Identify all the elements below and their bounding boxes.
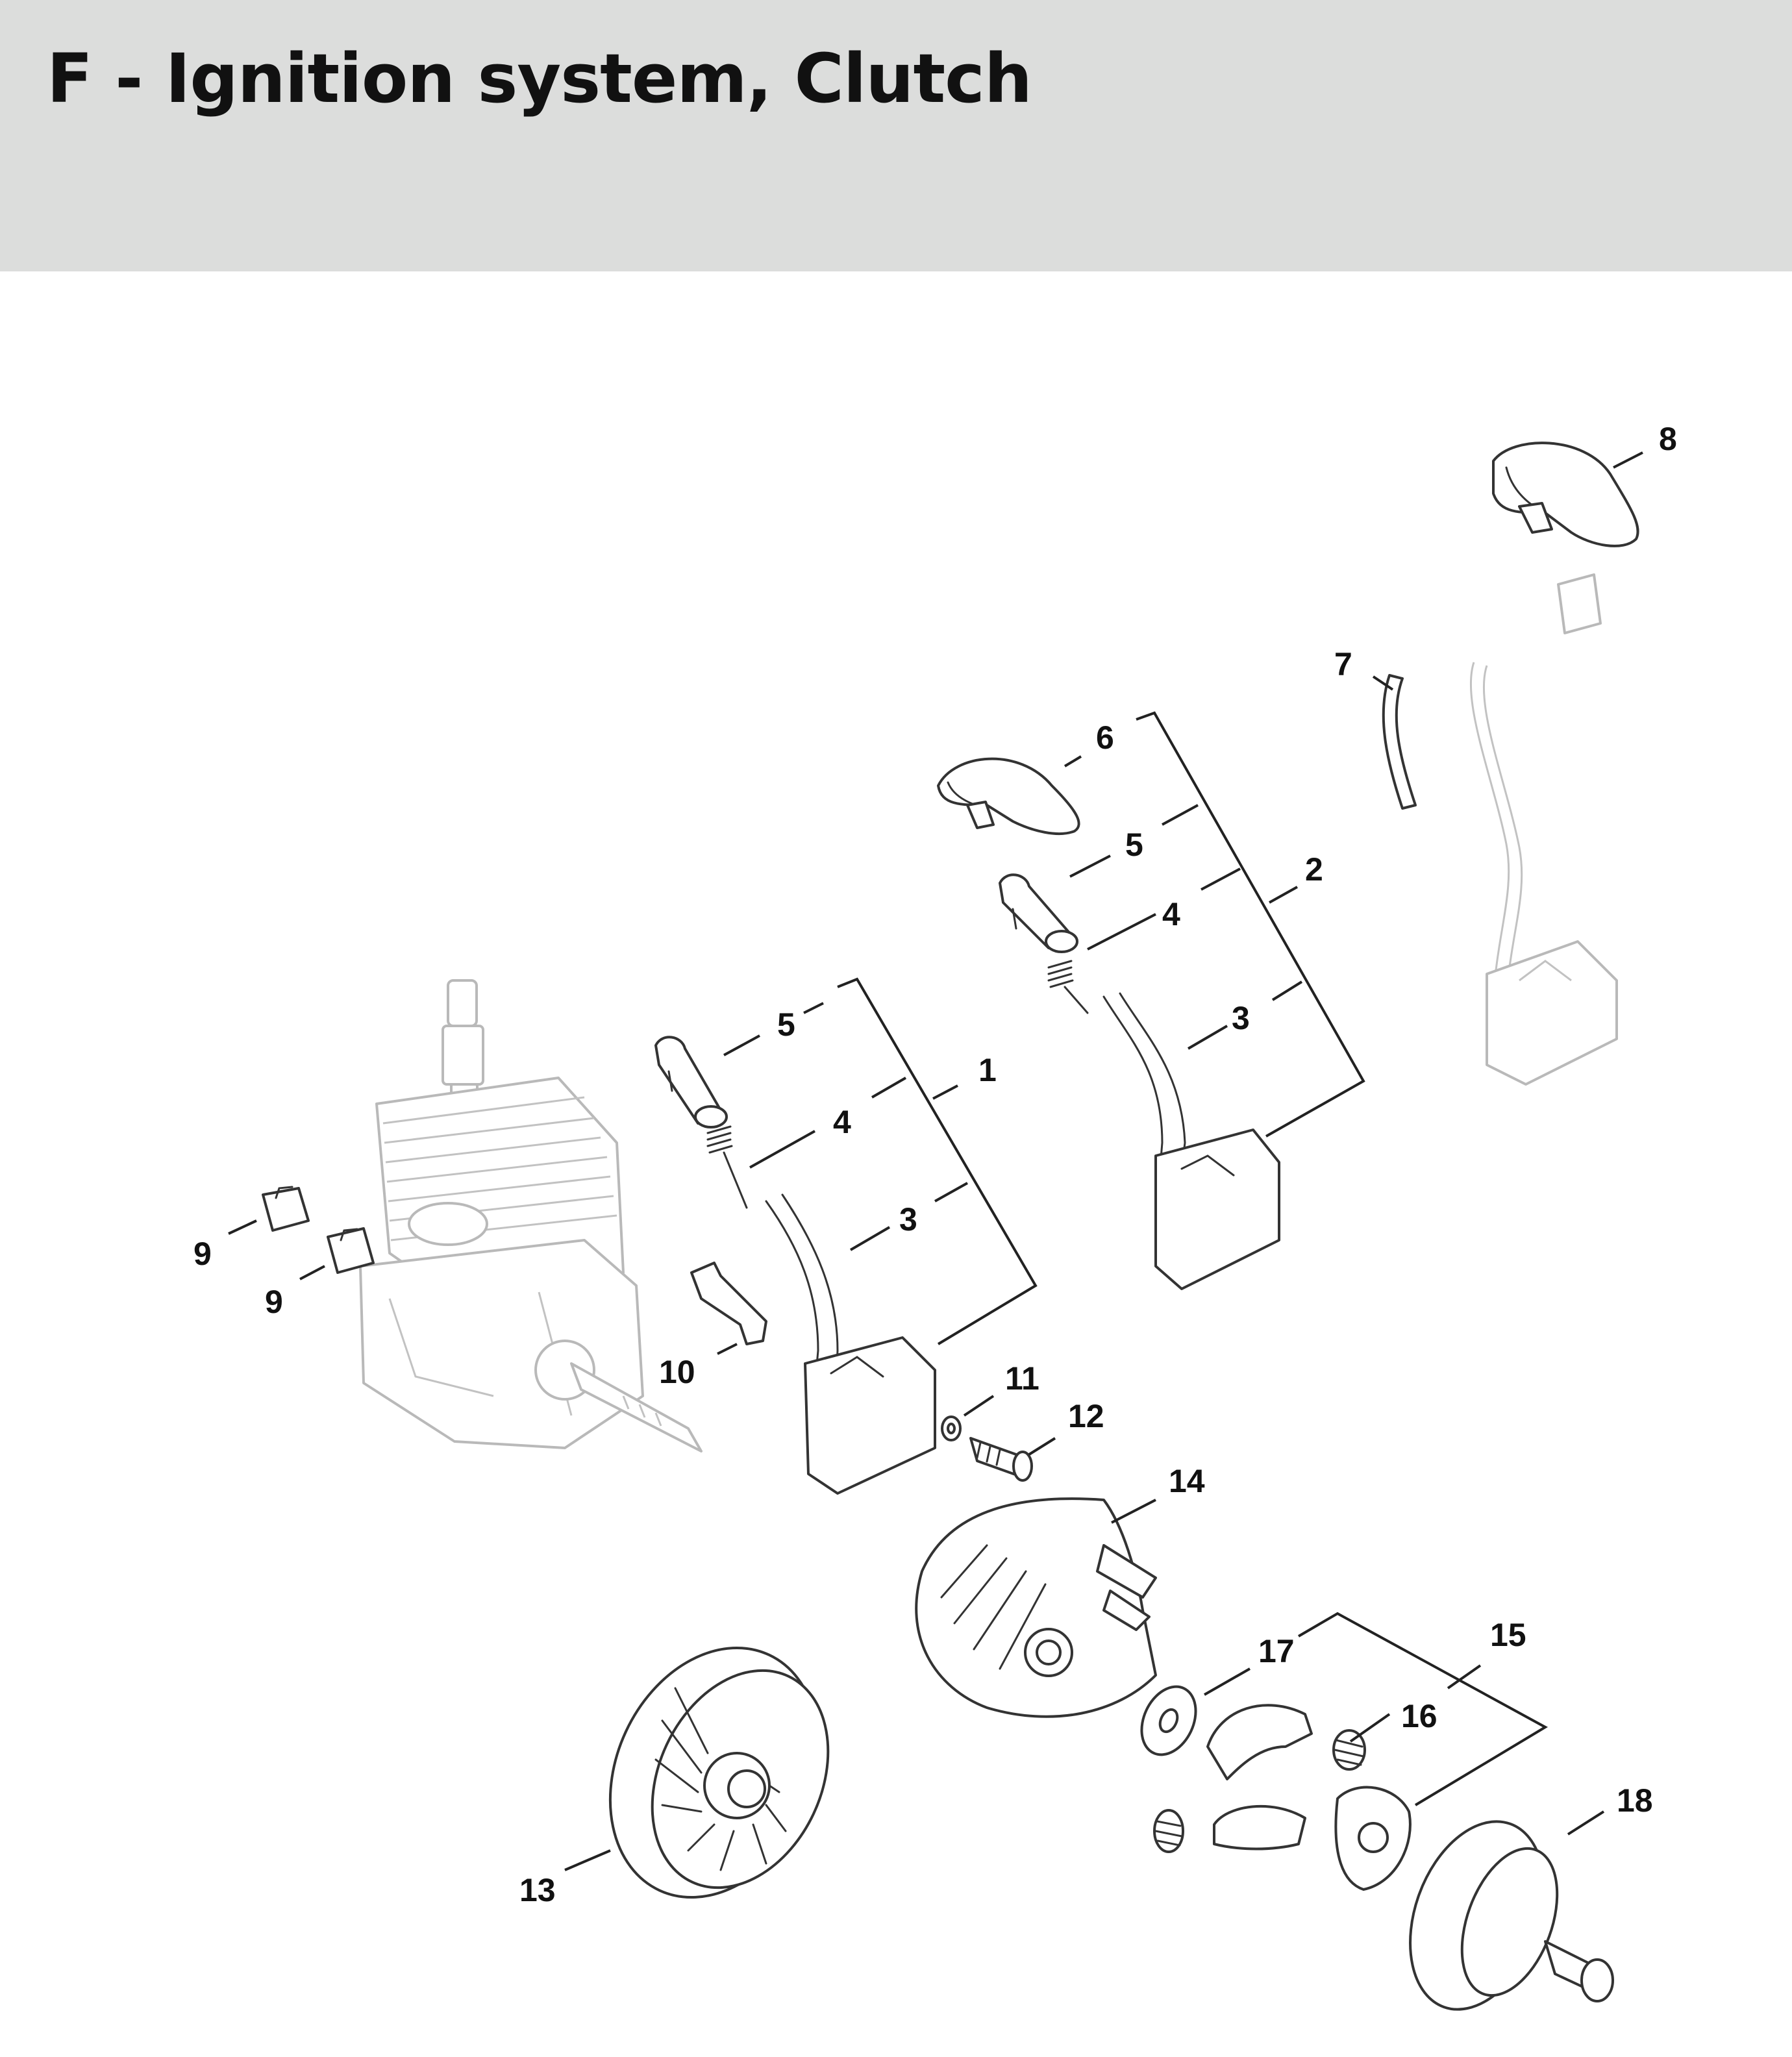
- part-18-clutch-drum: [1409, 1820, 1614, 2011]
- engine-block-illustration: [359, 979, 703, 1452]
- part-2-ignition-module: [1102, 992, 1280, 1290]
- callout-15: 15: [1490, 1617, 1526, 1653]
- part-5-boot-left: [654, 1036, 728, 1128]
- page-title: F - Ignition system, Clutch: [47, 39, 1032, 118]
- part-1-ignition-module: [765, 1193, 936, 1495]
- callout-17: 17: [1258, 1633, 1295, 1669]
- callout-9-lower: 9: [265, 1284, 283, 1320]
- part-9-clip-upper: [262, 1186, 310, 1232]
- callout-9-upper: 9: [193, 1236, 212, 1272]
- callout-16: 16: [1401, 1698, 1437, 1734]
- callout-5-upper: 5: [1125, 827, 1143, 863]
- callout-13: 13: [519, 1872, 556, 1908]
- callout-8: 8: [1659, 421, 1677, 457]
- part-11-washer: [941, 1415, 962, 1441]
- part-4-spring-left: [706, 1125, 748, 1209]
- callout-12: 12: [1068, 1398, 1104, 1434]
- part-17-washer: [1140, 1685, 1197, 1756]
- part-8-ignition-boot: [1492, 442, 1639, 547]
- callout-4-upper: 4: [1162, 896, 1180, 932]
- callout-2: 2: [1305, 851, 1323, 888]
- part-6-cap: [937, 757, 1080, 836]
- callout-4-lower: 4: [833, 1104, 851, 1140]
- callout-11: 11: [1005, 1360, 1039, 1397]
- part-12-screw: [969, 1437, 1033, 1482]
- callout-3-upper: 3: [1232, 1000, 1250, 1036]
- callout-18: 18: [1617, 1782, 1653, 1819]
- header-bar: F - Ignition system, Clutch: [0, 0, 1792, 271]
- callout-7: 7: [1334, 646, 1352, 682]
- ignition-module-illustration-ghost: [1469, 573, 1618, 1086]
- callout-6: 6: [1096, 719, 1114, 756]
- callout-1: 1: [978, 1052, 997, 1088]
- part-15-clutch-shoes: [1206, 1704, 1412, 1891]
- part-14-fan-housing: [915, 1497, 1157, 1718]
- callout-3-lower: 3: [899, 1201, 917, 1238]
- callout-leader-lines: [228, 451, 1643, 1871]
- callout-14: 14: [1169, 1463, 1205, 1499]
- part-16-spring-right: [1332, 1729, 1366, 1771]
- callout-labels: 8 7 6 5 4 2 3 5 4 1 3 9 9 10 11 12 14 17…: [193, 421, 1677, 1908]
- part-5-boot-middle: [999, 873, 1078, 953]
- part-4-spring-middle: [1047, 960, 1089, 1014]
- part-9-clip-lower: [327, 1227, 375, 1274]
- part-7-short-hose: [1382, 674, 1417, 810]
- assembly-bracket-lines: [837, 711, 1549, 1806]
- callout-5-lower: 5: [777, 1006, 795, 1043]
- callout-10: 10: [659, 1354, 695, 1390]
- part-10-bracket: [690, 1262, 767, 1345]
- part-13-flywheel: [608, 1646, 830, 1899]
- part-16-spring-left: [1153, 1809, 1184, 1853]
